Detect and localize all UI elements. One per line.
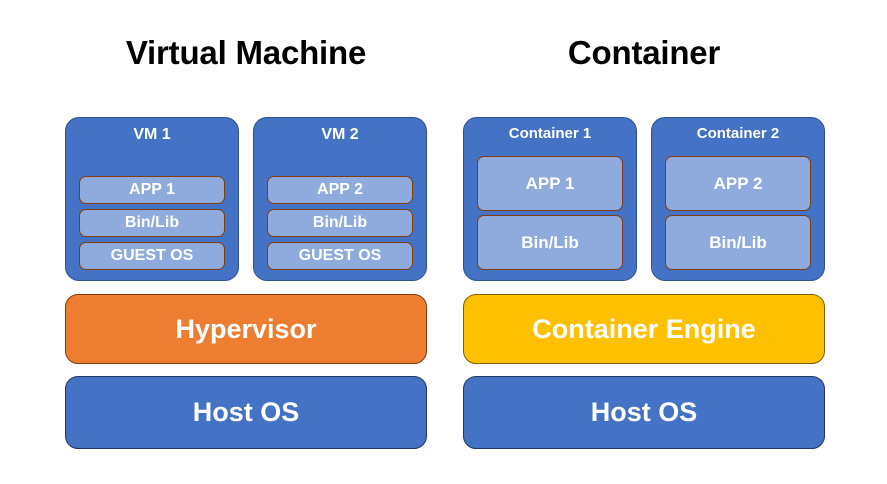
container-2-title: Container 2 [696,125,780,142]
vm-guest-row: VM 1 APP 1 Bin/Lib GUEST OS VM 2 APP 2 B… [65,117,427,281]
container-engine-bar[interactable]: Container Engine [463,294,825,364]
vm-2-layer-binlib[interactable]: Bin/Lib [267,209,413,237]
vm-2-layer-app[interactable]: APP 2 [267,176,413,204]
container-1-layer-app[interactable]: APP 1 [477,156,623,211]
container-guest-row: Container 1 APP 1 Bin/Lib Container 2 AP… [463,117,825,281]
column-title-virtual-machine: Virtual Machine [125,34,367,71]
hypervisor-bar[interactable]: Hypervisor [65,294,427,364]
vm-2-title: VM 2 [321,126,359,143]
container-2-box[interactable]: Container 2 APP 2 Bin/Lib [651,117,825,281]
container-1-title: Container 1 [508,125,592,142]
vm-1-box[interactable]: VM 1 APP 1 Bin/Lib GUEST OS [65,117,239,281]
container-1-box[interactable]: Container 1 APP 1 Bin/Lib [463,117,637,281]
vm-1-layer-guest-os[interactable]: GUEST OS [79,242,225,270]
vm-1-title: VM 1 [133,126,171,143]
container-2-layer-list: APP 2 Bin/Lib [665,150,811,271]
container-1-layer-binlib[interactable]: Bin/Lib [477,215,623,270]
host-os-bar-right[interactable]: Host OS [463,376,825,449]
column-container: Container 1 APP 1 Bin/Lib Container 2 AP… [463,117,825,449]
host-os-bar-left[interactable]: Host OS [65,376,427,449]
vm-1-layer-app[interactable]: APP 1 [79,176,225,204]
column-virtual-machine: VM 1 APP 1 Bin/Lib GUEST OS VM 2 APP 2 B… [65,117,427,449]
vm-2-layer-list: APP 2 Bin/Lib GUEST OS [267,151,413,271]
vm-2-box[interactable]: VM 2 APP 2 Bin/Lib GUEST OS [253,117,427,281]
column-title-container: Container [567,34,721,71]
container-2-layer-binlib[interactable]: Bin/Lib [665,215,811,270]
vm-2-layer-guest-os[interactable]: GUEST OS [267,242,413,270]
vm-1-layer-binlib[interactable]: Bin/Lib [79,209,225,237]
container-1-layer-list: APP 1 Bin/Lib [477,150,623,271]
container-2-layer-app[interactable]: APP 2 [665,156,811,211]
vm-1-layer-list: APP 1 Bin/Lib GUEST OS [79,151,225,271]
